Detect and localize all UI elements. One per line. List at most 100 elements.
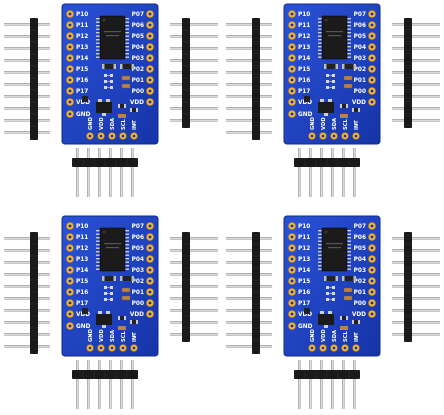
pin-label-left: P12 <box>76 34 88 40</box>
pin-label-bottom: INT <box>354 332 360 342</box>
pin-label-right: P03 <box>354 268 366 274</box>
pin-label-right: P00 <box>354 301 366 307</box>
pin-label-right: P05 <box>132 246 144 252</box>
header-right <box>170 232 218 342</box>
pin-label-left: VDD <box>298 312 312 318</box>
pin-label-left: P10 <box>76 224 88 230</box>
pin-label-left: P17 <box>76 301 88 307</box>
pin-label-left: GND <box>76 112 91 118</box>
pin-label-right: P02 <box>354 279 366 285</box>
pin-label-right: P02 <box>354 67 366 73</box>
pin-label-left: P13 <box>298 257 310 263</box>
pin-label-right: P00 <box>132 89 144 95</box>
pin-label-bottom: GND <box>310 116 316 130</box>
pcb-board: P10 P11 P12 P13 P14 P15 P16 P17 VDD GND … <box>283 3 381 145</box>
pin-label-left: P15 <box>298 67 310 73</box>
pin-label-bottom: VDD <box>99 117 105 130</box>
pin-label-left: P15 <box>76 279 88 285</box>
pin-label-right: P00 <box>132 301 144 307</box>
pin-label-right: P06 <box>354 235 366 241</box>
pin-label-left: P13 <box>76 45 88 51</box>
pin-label-bottom: INT <box>132 120 138 130</box>
pin-label-right: VDD <box>130 100 144 106</box>
pin-label-bottom: VDD <box>321 329 327 342</box>
pin-label-bottom: VDD <box>99 329 105 342</box>
pin-label-left: P10 <box>298 224 310 230</box>
pin-label-left: GND <box>298 324 313 330</box>
pin-label-left: P12 <box>298 34 310 40</box>
pin-label-bottom: SDA <box>332 330 338 342</box>
pin-label-right: P01 <box>354 78 366 84</box>
pin-label-left: P11 <box>298 23 310 29</box>
pin-label-bottom: VDD <box>321 117 327 130</box>
pin-label-right: P01 <box>132 78 144 84</box>
pin-label-right: P07 <box>132 224 144 230</box>
header-right <box>392 232 440 342</box>
pin-label-bottom: INT <box>354 120 360 130</box>
pin-label-right: P03 <box>354 56 366 62</box>
header-bottom <box>72 148 138 197</box>
pin-label-left: P15 <box>76 67 88 73</box>
header-left <box>226 18 272 140</box>
pin-label-left: GND <box>298 112 313 118</box>
pin-label-left: P13 <box>76 257 88 263</box>
pin-label-left: P16 <box>76 78 88 84</box>
header-right <box>170 18 218 128</box>
pin-label-right: P05 <box>132 34 144 40</box>
pin-label-left: P16 <box>298 78 310 84</box>
pin-label-bottom: SDA <box>110 118 116 130</box>
pcb-board: P10 P11 P12 P13 P14 P15 P16 P17 VDD GND … <box>61 215 159 357</box>
pin-label-bottom: SCL <box>343 330 349 342</box>
pin-label-right: P02 <box>132 279 144 285</box>
pin-label-left: P11 <box>76 235 88 241</box>
pin-label-left: VDD <box>76 312 90 318</box>
pin-label-bottom: INT <box>132 332 138 342</box>
header-left <box>226 232 272 354</box>
pin-label-right: P07 <box>354 224 366 230</box>
pin-label-right: P07 <box>354 12 366 18</box>
pin-label-right: P01 <box>132 290 144 296</box>
pin-label-left: P16 <box>298 290 310 296</box>
pin-label-right: P05 <box>354 246 366 252</box>
pin-label-left: P10 <box>76 12 88 18</box>
pin-label-right: P02 <box>132 67 144 73</box>
pin-label-bottom: GND <box>310 328 316 342</box>
pin-label-left: P15 <box>298 279 310 285</box>
pcb-board: P10 P11 P12 P13 P14 P15 P16 P17 VDD GND … <box>61 3 159 145</box>
pin-label-right: P01 <box>354 290 366 296</box>
pin-label-right: VDD <box>130 312 144 318</box>
pin-label-bottom: SCL <box>121 118 127 130</box>
pin-label-left: P17 <box>76 89 88 95</box>
header-left <box>4 18 50 140</box>
header-bottom <box>294 148 360 197</box>
pin-label-right: P04 <box>132 257 144 263</box>
pin-label-left: P16 <box>76 290 88 296</box>
pin-label-bottom: SDA <box>110 330 116 342</box>
pin-label-right: P04 <box>132 45 144 51</box>
pin-label-left: P12 <box>298 246 310 252</box>
pin-label-right: P06 <box>354 23 366 29</box>
header-bottom <box>294 360 360 409</box>
pin-label-right: P03 <box>132 268 144 274</box>
header-bottom <box>72 360 138 409</box>
pin-label-right: P03 <box>132 56 144 62</box>
pcb-board: P10 P11 P12 P13 P14 P15 P16 P17 VDD GND … <box>283 215 381 357</box>
pin-label-left: P11 <box>298 235 310 241</box>
header-left <box>4 232 50 354</box>
module-top-right: P10 P11 P12 P13 P14 P15 P16 P17 VDD GND … <box>226 3 440 197</box>
pin-label-left: P14 <box>76 56 88 62</box>
pin-label-right: P05 <box>354 34 366 40</box>
pin-label-right: P07 <box>132 12 144 18</box>
pin-label-left: VDD <box>298 100 312 106</box>
pin-label-bottom: SCL <box>343 118 349 130</box>
pin-label-right: P06 <box>132 235 144 241</box>
pin-label-right: P00 <box>354 89 366 95</box>
pin-label-bottom: SDA <box>332 118 338 130</box>
pin-label-bottom: GND <box>88 328 94 342</box>
header-right <box>392 18 440 128</box>
pin-label-left: P14 <box>76 268 88 274</box>
pin-label-left: GND <box>76 324 91 330</box>
pin-label-left: P13 <box>298 45 310 51</box>
module-bottom-right: P10 P11 P12 P13 P14 P15 P16 P17 VDD GND … <box>226 215 440 409</box>
